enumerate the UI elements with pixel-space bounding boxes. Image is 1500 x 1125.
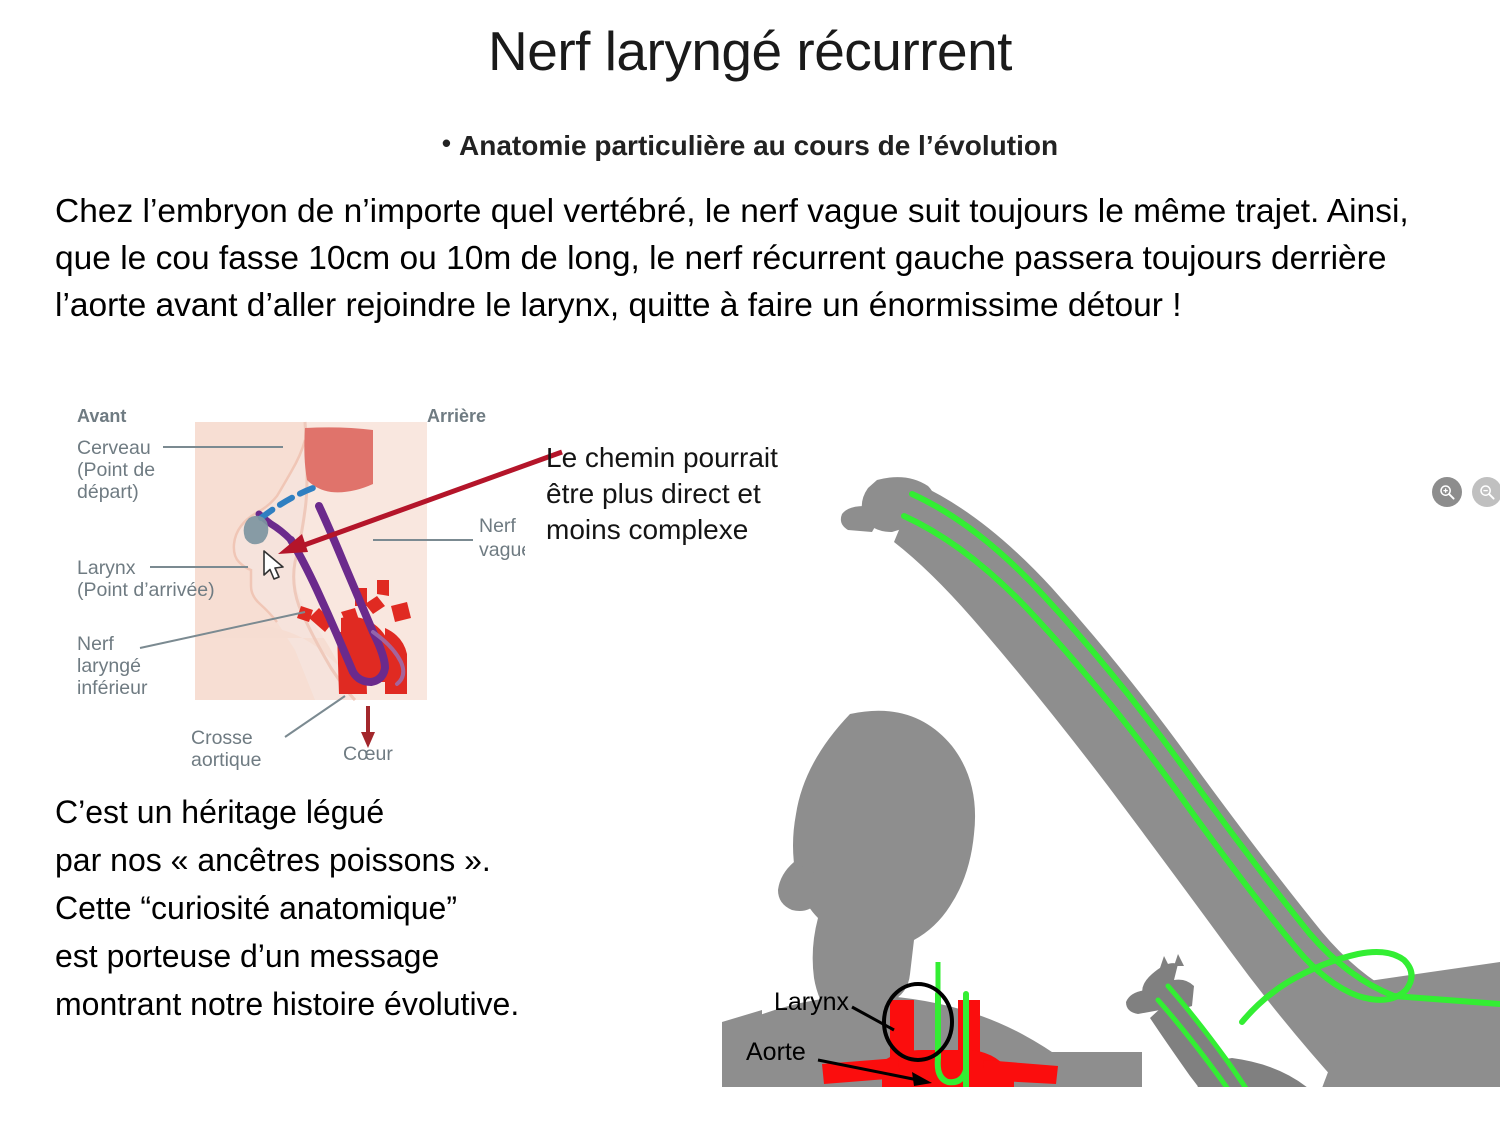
figure-left-direction-back: Arrière (427, 406, 486, 426)
zoom-in-button[interactable] (1432, 477, 1462, 507)
giraffe-human-nerve-diagram: Larynx Aorte (722, 462, 1500, 1087)
slide-subtitle-text: Anatomie particulière au cours de l’évol… (459, 130, 1059, 161)
figure-left-label-aortic-arch-2: aortique (191, 749, 261, 771)
figure-left-label-brain-1: Cerveau (77, 437, 151, 459)
figure-left-label-brain-2: (Point de (77, 459, 155, 481)
magnifier-plus-icon (1439, 484, 1455, 500)
mouse-cursor-icon (263, 550, 284, 580)
bullet-icon: • (441, 128, 452, 158)
callout-text: Le chemin pourrait être plus direct et m… (546, 442, 778, 545)
figure-left-label-larynx-2: (Point d’arrivée) (77, 579, 215, 601)
page-title: Nerf laryngé récurrent (488, 20, 1012, 82)
figure-left-label-inferior-nerve-3: inférieur (77, 677, 148, 699)
figure-left-label-inferior-nerve-1: Nerf (77, 633, 114, 655)
figure-left-direction-front: Avant (77, 406, 126, 426)
slide-subtitle: •Anatomie particulière au cours de l’évo… (0, 128, 1500, 162)
figure-left-label-vagus-2: vague (479, 539, 525, 561)
figure-right-label-aorta: Aorte (746, 1038, 806, 1066)
figure-left-label-inferior-nerve-2: laryngé (77, 655, 141, 677)
zoom-out-button[interactable] (1472, 477, 1500, 507)
figure-left-label-heart: Cœur (343, 743, 393, 765)
figure-left-label-larynx-1: Larynx (77, 557, 136, 579)
viewer-controls[interactable] (1432, 477, 1500, 507)
embryo-neck-diagram: Avant Arrière Cerveau (Point de départ) … (55, 400, 525, 785)
figure-right-label-larynx: Larynx (774, 988, 850, 1016)
magnifier-minus-icon (1479, 484, 1495, 500)
figure-left-label-brain-3: départ) (77, 481, 139, 503)
closing-paragraph: C’est un héritage légué par nos « ancêtr… (55, 794, 520, 1022)
figure-left-label-aortic-arch-1: Crosse (191, 727, 253, 749)
callout-arrow-icon (278, 449, 563, 554)
figure-left-label-vagus-1: Nerf (479, 515, 516, 537)
body-paragraph: Chez l’embryon de n’importe quel vertébr… (55, 193, 1409, 324)
